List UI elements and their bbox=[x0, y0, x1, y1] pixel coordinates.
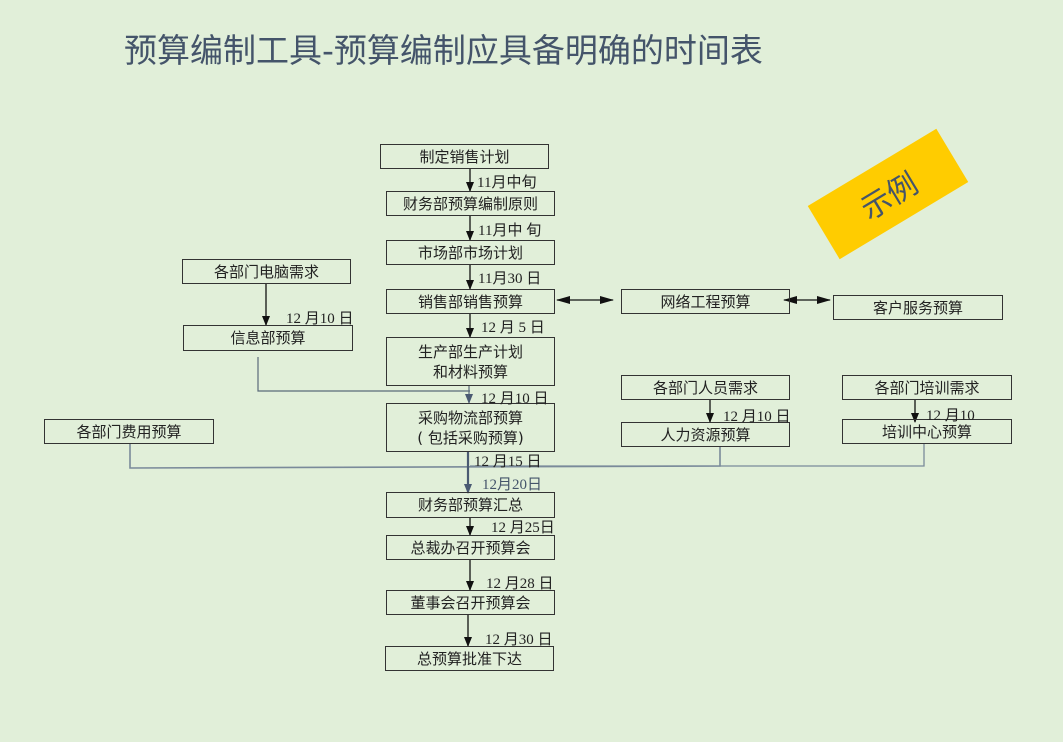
date-label: 12 月 5 日 bbox=[481, 320, 545, 336]
box-training-budget: 培训中心预算 bbox=[842, 419, 1012, 444]
box-marketing-plan: 市场部市场计划 bbox=[386, 240, 555, 265]
date-label: 11月30 日 bbox=[478, 271, 542, 287]
date-label: 12 月10 bbox=[926, 408, 975, 424]
date-label: 12 月10 日 bbox=[481, 391, 549, 407]
date-label: 12 月10 日 bbox=[286, 311, 354, 327]
date-label: 12 月25日 bbox=[491, 520, 555, 536]
box-dept-training-needs: 各部门培训需求 bbox=[842, 375, 1012, 400]
date-label: 12 月10 日 bbox=[723, 409, 791, 425]
box-board-meeting: 董事会召开预算会 bbox=[386, 590, 555, 615]
date-label: 12月20日 bbox=[482, 477, 543, 493]
box-finance-summary: 财务部预算汇总 bbox=[386, 492, 555, 518]
box-sales-budget: 销售部销售预算 bbox=[386, 289, 555, 314]
box-network-budget: 网络工程预算 bbox=[621, 289, 790, 314]
box-production-budget: 生产部生产计划 和材料预算 bbox=[386, 337, 555, 386]
page-title: 预算编制工具-预算编制应具备明确的时间表 bbox=[124, 31, 763, 70]
box-sales-plan: 制定销售计划 bbox=[380, 144, 549, 169]
date-label: 12 月30 日 bbox=[485, 632, 553, 648]
box-dept-computer-needs: 各部门电脑需求 bbox=[182, 259, 351, 284]
box-it-budget: 信息部预算 bbox=[183, 325, 353, 351]
box-finance-principles: 财务部预算编制原则 bbox=[386, 191, 555, 216]
box-hr-budget: 人力资源预算 bbox=[621, 422, 790, 447]
box-final-approval: 总预算批准下达 bbox=[385, 646, 554, 671]
date-label: 11月中旬 bbox=[477, 175, 537, 191]
box-purchasing-budget: 采购物流部预算 ( 包括采购预算) bbox=[386, 403, 555, 452]
box-ceo-meeting: 总裁办召开预算会 bbox=[386, 535, 555, 560]
box-dept-staff-needs: 各部门人员需求 bbox=[621, 375, 790, 400]
date-label: 12 月15 日 bbox=[474, 454, 542, 470]
date-label: 11月中 旬 bbox=[478, 223, 542, 239]
date-label: 12 月28 日 bbox=[486, 576, 554, 592]
box-dept-expense-budget: 各部门费用预算 bbox=[44, 419, 214, 444]
box-customer-service-budget: 客户服务预算 bbox=[833, 295, 1003, 320]
